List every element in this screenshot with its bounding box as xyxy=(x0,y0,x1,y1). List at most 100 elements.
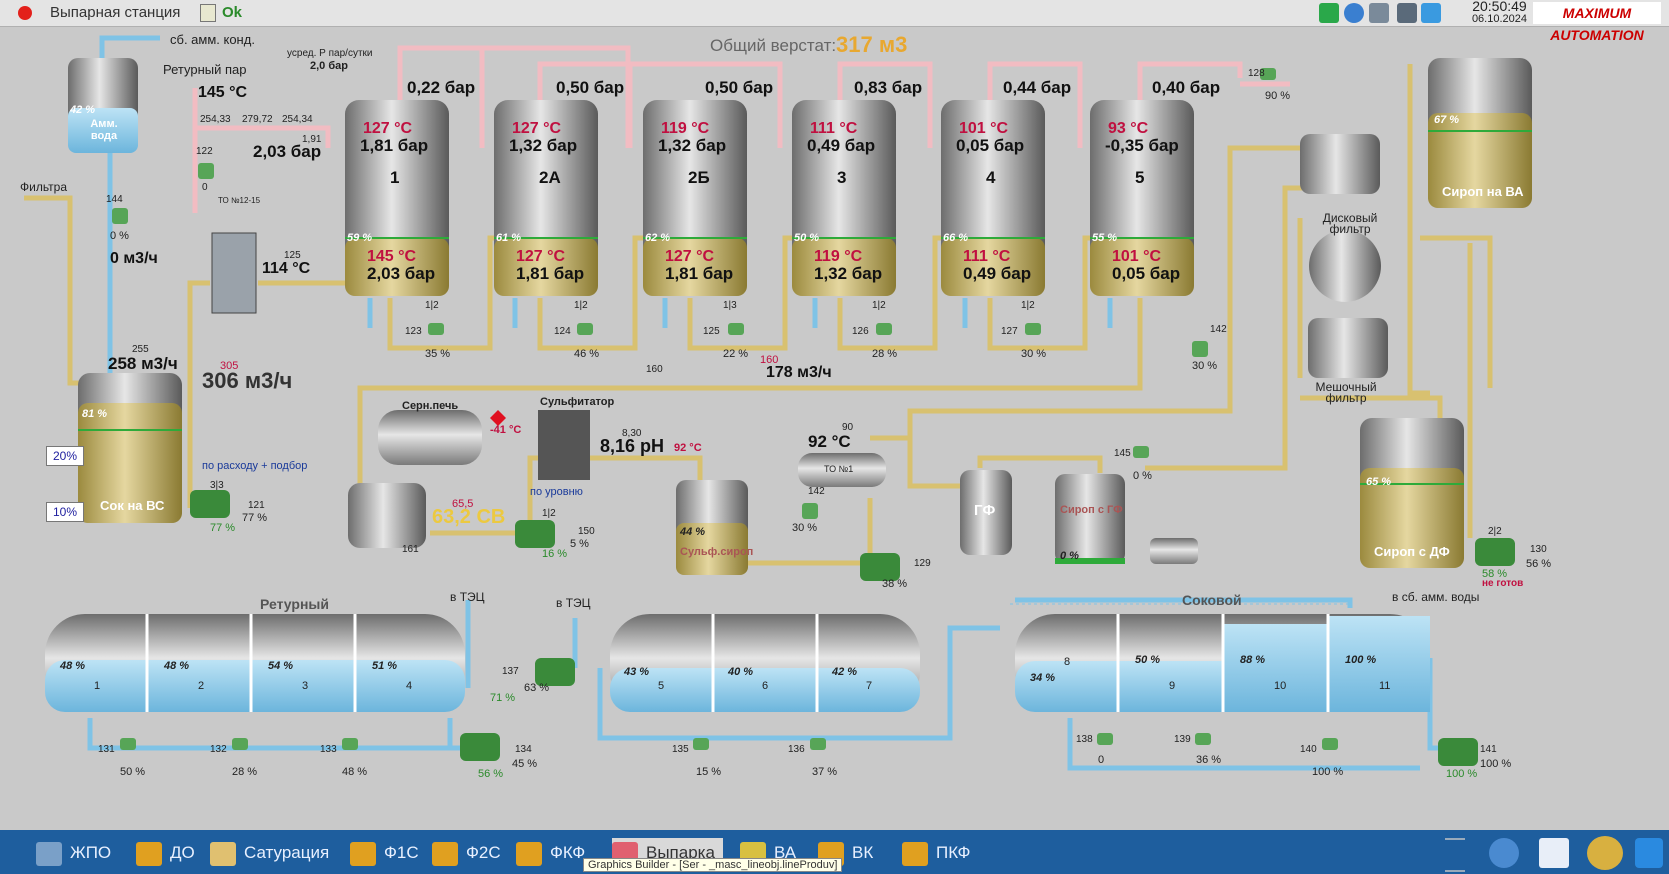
main-flow: 306 м3/ч xyxy=(202,368,293,393)
valve-142b-pct: 30 % xyxy=(792,522,818,534)
return-tank-number: 2 xyxy=(198,680,205,692)
valve-122-pct: 0 xyxy=(202,182,208,193)
screen-icon xyxy=(210,841,236,866)
juice-tank-level: 34 % xyxy=(1030,672,1056,684)
evap-bottom-temp: 119 °C xyxy=(814,248,863,265)
steam-pressure: 2,03 бар xyxy=(253,142,322,161)
ph-value: 8,16 pH xyxy=(600,436,665,456)
taskbar-item-label: Ф2С xyxy=(466,843,501,862)
sulfur-furnace-label: Серн.печь xyxy=(402,400,459,412)
mid-tank-number: 7 xyxy=(866,680,873,692)
sulfitator-label: Сульфитатор xyxy=(540,396,615,408)
evap-top-pressure: 0,50 бар xyxy=(705,78,774,97)
taskbar-item-label: ВК xyxy=(852,843,874,862)
taskbar-item-6[interactable]: Выпарка xyxy=(612,838,723,868)
network-icon[interactable] xyxy=(1369,3,1389,23)
taskbar-item-label: ПКФ xyxy=(936,843,971,862)
taskbar-item-0[interactable]: ЖПО xyxy=(36,838,111,868)
juice-tank-level: 88 % xyxy=(1240,654,1266,666)
flow-160-sp: 160 xyxy=(760,354,779,366)
pump-130-id: 130 xyxy=(1530,544,1547,555)
pump-121-pct: 77 % xyxy=(210,522,236,534)
to-amm-water: в сб. амм. воды xyxy=(1392,590,1480,604)
evap-top-pressure: 0,83 бар xyxy=(854,78,923,97)
avg-pressure-value: 2,0 бар xyxy=(310,60,348,72)
juice-vs-id: 255 xyxy=(132,344,149,355)
evap-temp: 119 °C xyxy=(661,120,710,137)
evap-bottom-pressure: 0,49 бар xyxy=(963,264,1032,283)
evap-valve-pct: 28 % xyxy=(872,348,898,360)
operator-icon[interactable] xyxy=(1397,3,1417,23)
add-icon[interactable] xyxy=(1319,3,1339,23)
steam-p2: 279,72 xyxy=(242,114,273,125)
to-12-15-label: ТО №12-15 xyxy=(218,196,261,205)
cb-id: 65,5 xyxy=(452,498,474,510)
pump-pct: 0 xyxy=(1098,754,1105,766)
pump-id: 137 xyxy=(502,666,519,677)
chat-icon[interactable] xyxy=(1344,3,1364,23)
pump-pct: 15 % xyxy=(696,766,722,778)
mid-tank-number: 6 xyxy=(762,680,769,692)
evap-valve-pct: 30 % xyxy=(1021,348,1047,360)
pump-id: 135 xyxy=(672,744,689,755)
mid-tank-level: 42 % xyxy=(832,666,858,678)
evap-temp: 101 °C xyxy=(959,120,1009,137)
pump-pct: 28 % xyxy=(232,766,258,778)
evap-valve-pct: 46 % xyxy=(574,348,600,360)
menu-lines-icon[interactable] xyxy=(1445,838,1465,872)
juice-tank-level: 50 % xyxy=(1135,654,1161,666)
taskbar-item-1[interactable]: ДО xyxy=(136,838,195,868)
valve-144-id: 144 xyxy=(106,194,123,205)
pump-pct: 100 % xyxy=(1480,758,1512,770)
taskbar-item-5[interactable]: ФКФ xyxy=(516,838,585,868)
evap-name: 5 xyxy=(1135,168,1145,187)
pump-pct2: 56 % xyxy=(478,768,504,780)
juice-vs-level: 81 % xyxy=(82,408,108,420)
return-tank-number: 1 xyxy=(94,680,101,692)
company-logo: MAXIMUM AUTOMATION xyxy=(1533,2,1661,43)
engineer-tools-icon[interactable] xyxy=(1587,836,1623,870)
amm-water-name: Амм. вода xyxy=(90,118,118,142)
telegram-icon[interactable] xyxy=(1421,3,1441,23)
pump-pct: 48 % xyxy=(342,766,368,778)
alarm-indicator-icon[interactable] xyxy=(18,6,32,20)
evaporator-1-juice xyxy=(345,238,449,296)
taskbar-item-9[interactable]: ПКФ xyxy=(902,838,970,868)
status-doc-icon[interactable] xyxy=(200,4,216,22)
return-tank-level: 48 % xyxy=(164,660,190,672)
status-text: Ok xyxy=(222,4,243,21)
process-mimic: Общий верстат: 317 м3 сб. амм. конд. Фил… xyxy=(10,28,1659,828)
evap-bottom-temp: 127 °C xyxy=(516,248,566,265)
taskbar-item-2[interactable]: Сатурация xyxy=(210,838,329,868)
evap-temp: 93 °C xyxy=(1108,120,1149,137)
evap-level: 55 % xyxy=(1092,232,1118,244)
valve-128-pct: 90 % xyxy=(1265,90,1291,102)
sulf-temp2: 92 °C xyxy=(674,442,702,454)
pump-pct: 50 % xyxy=(120,766,146,778)
taskbar-item-3[interactable]: Ф1С xyxy=(350,838,419,868)
evap-valve-id: 126 xyxy=(852,326,869,337)
avg-pressure-label: усред. Р пар/сутки xyxy=(287,48,373,59)
pump-121-id: 121 xyxy=(248,500,265,511)
taskbar-item-4[interactable]: Ф2С xyxy=(432,838,501,868)
valve-145-id: 145 xyxy=(1114,448,1131,459)
total-value: 317 м3 xyxy=(836,32,908,57)
trend-chart-icon[interactable] xyxy=(1539,838,1569,868)
screen-icon xyxy=(902,841,928,866)
evap-name: 2Б xyxy=(688,168,710,187)
evap-bottom-pressure: 2,03 бар xyxy=(367,264,436,283)
screen-icon xyxy=(350,841,376,866)
evap-name: 1 xyxy=(390,168,400,187)
flow-160: 178 м3/ч xyxy=(766,364,832,381)
screen-icon xyxy=(136,841,162,866)
pump-121-note: по расходу + подбор xyxy=(202,460,308,472)
taskbar-item-label: Выпарка xyxy=(646,843,715,862)
juice-tank-level: 100 % xyxy=(1345,654,1377,666)
evap-valve-pct: 35 % xyxy=(425,348,451,360)
pump-121-mode: 3|3 xyxy=(210,480,224,491)
settings-gear-icon[interactable] xyxy=(1489,838,1519,868)
filters-label: Фильтра xyxy=(20,180,67,194)
pump-id: 134 xyxy=(515,744,532,755)
touch-hand-icon[interactable] xyxy=(1635,838,1663,868)
